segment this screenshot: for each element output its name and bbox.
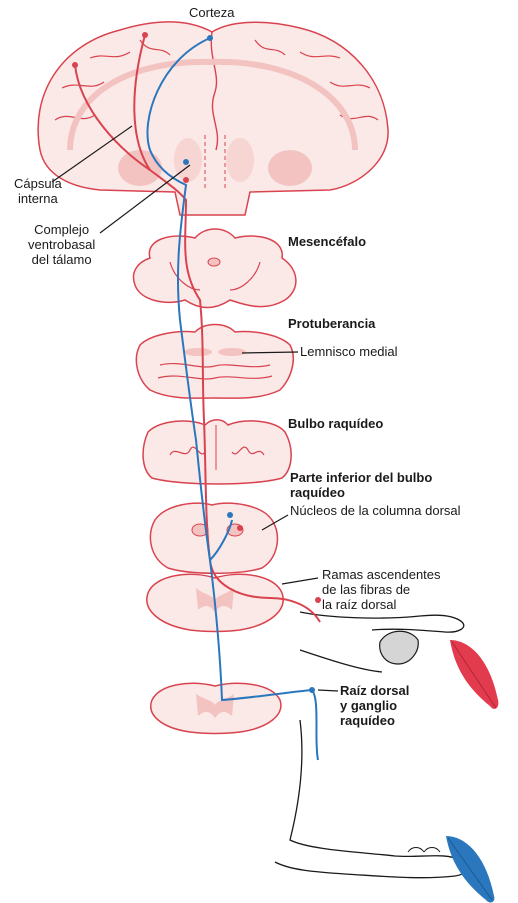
label-nucleos-columna-dorsal: Núcleos de la columna dorsal <box>290 503 461 518</box>
pons-section <box>136 325 293 399</box>
label-corteza: Corteza <box>189 5 235 20</box>
label-bulbo-raquideo: Bulbo raquídeo <box>288 416 383 431</box>
label-ramas-ascendentes: Ramas ascendentes de las fibras de la ra… <box>322 567 441 612</box>
label-parte-inferior-line1: Parte inferior del bulbo <box>290 470 432 485</box>
label-raiz-line2: y ganglio <box>340 698 409 713</box>
label-capsula-interna-line1: Cápsula <box>14 176 62 191</box>
label-raiz-line3: raquídeo <box>340 713 409 728</box>
label-ramas-line2: de las fibras de <box>322 582 441 597</box>
label-parte-inferior-line2: raquídeo <box>290 485 432 500</box>
brain-coronal-section <box>38 22 388 215</box>
feather-blue-icon <box>446 836 494 903</box>
label-parte-inferior-bulbo: Parte inferior del bulbo raquídeo <box>290 470 432 500</box>
lower-medulla-section <box>150 503 277 573</box>
label-capsula-interna-line2: interna <box>14 191 62 206</box>
label-raiz-dorsal: Raíz dorsal y ganglio raquídeo <box>340 683 409 728</box>
label-raiz-line1: Raíz dorsal <box>340 683 409 698</box>
hand-outline <box>300 612 464 672</box>
label-mesencefalo: Mesencéfalo <box>288 234 366 249</box>
label-lemnisco-medial: Lemnisco medial <box>300 344 398 359</box>
label-ramas-line3: la raíz dorsal <box>322 597 441 612</box>
spinal-cord-lower-section <box>151 683 281 733</box>
label-complejo-line1: Complejo <box>28 222 95 237</box>
foot-outline <box>275 720 466 878</box>
label-complejo-line2: ventrobasal <box>28 237 95 252</box>
label-ramas-line1: Ramas ascendentes <box>322 567 441 582</box>
label-protuberancia: Protuberancia <box>288 316 375 331</box>
feather-red-icon <box>450 640 498 709</box>
label-complejo-ventrobasal: Complejo ventrobasal del tálamo <box>28 222 95 267</box>
medulla-section <box>143 420 291 484</box>
label-capsula-interna: Cápsula interna <box>14 176 62 206</box>
midbrain-section <box>133 229 295 308</box>
label-complejo-line3: del tálamo <box>28 252 95 267</box>
